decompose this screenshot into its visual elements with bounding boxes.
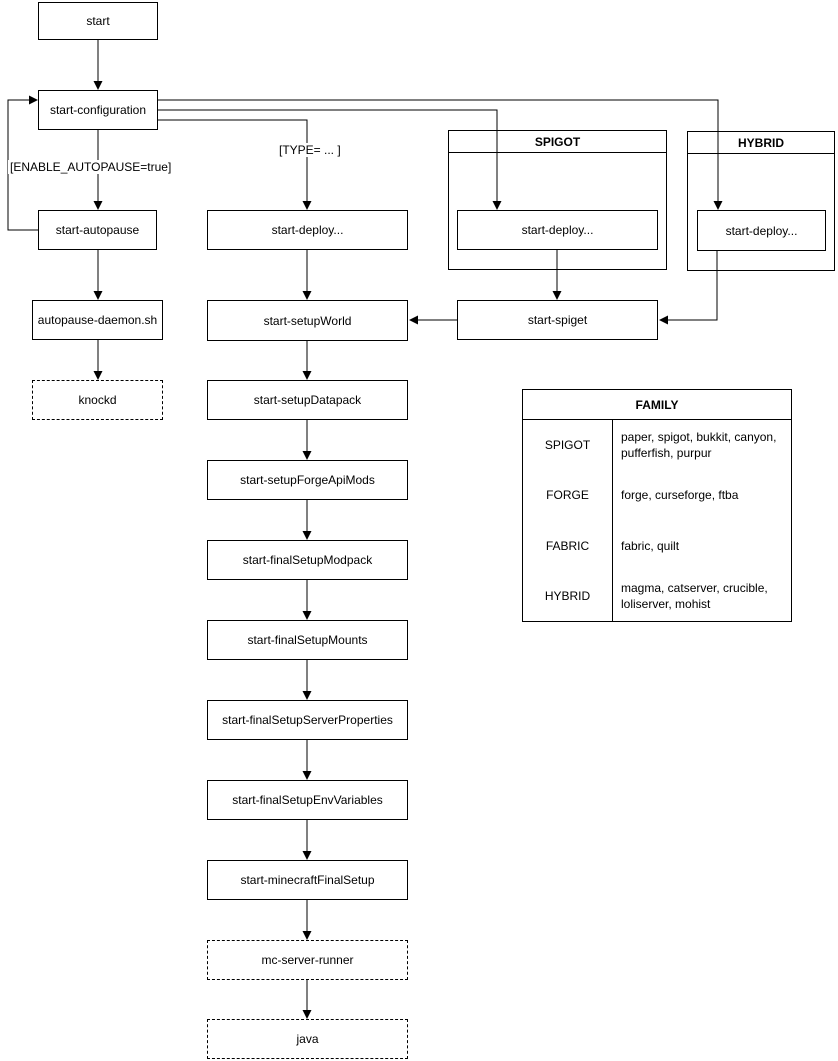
node-knockd: knockd	[32, 380, 163, 420]
family-name: FORGE	[523, 470, 613, 521]
edge-label-enable-autopause: [ENABLE_AUTOPAUSE=true]	[8, 160, 174, 174]
group-hybrid-title: HYBRID	[688, 132, 834, 154]
node-start-autopause: start-autopause	[38, 210, 157, 250]
node-start-deploy: start-deploy...	[207, 210, 408, 250]
family-name: FABRIC	[523, 520, 613, 571]
node-mc-server-runner: mc-server-runner	[207, 940, 408, 980]
family-row-spigot: SPIGOT paper, spigot, bukkit, canyon, pu…	[523, 420, 791, 471]
node-start-minecraftfinalsetup: start-minecraftFinalSetup	[207, 860, 408, 900]
family-row-fabric: FABRIC fabric, quilt	[523, 520, 791, 571]
family-table-title: FAMILY	[523, 390, 791, 420]
group-spigot-title: SPIGOT	[449, 131, 666, 153]
family-name: HYBRID	[523, 570, 613, 621]
edge-configuration-to-deploy-hybrid	[158, 99, 723, 210]
node-start-finalsetupserverproperties: start-finalSetupServerProperties	[207, 700, 408, 740]
family-row-forge: FORGE forge, curseforge, ftba	[523, 470, 791, 521]
node-start-deploy-spigot: start-deploy...	[457, 210, 658, 250]
node-start-finalsetupmodpack: start-finalSetupModpack	[207, 540, 408, 580]
family-table-body: SPIGOT paper, spigot, bukkit, canyon, pu…	[523, 420, 791, 621]
node-start: start	[38, 2, 158, 40]
edge-deployhybrid-to-spiget	[659, 251, 718, 325]
family-members: magma, catserver, crucible, loliserver, …	[621, 580, 768, 611]
edge-configuration-to-deploy-spigot	[158, 109, 502, 210]
edge-configuration-to-deploy	[158, 119, 312, 210]
node-start-setupdatapack: start-setupDatapack	[207, 380, 408, 420]
node-start-deploy-hybrid: start-deploy...	[697, 210, 826, 251]
node-start-setupworld: start-setupWorld	[207, 300, 408, 341]
family-name: SPIGOT	[523, 420, 613, 471]
node-start-configuration: start-configuration	[38, 90, 158, 130]
node-start-spiget: start-spiget	[457, 300, 658, 340]
node-java: java	[207, 1019, 408, 1059]
family-table: FAMILY SPIGOT paper, spigot, bukkit, can…	[522, 389, 792, 622]
family-members: fabric, quilt	[621, 538, 680, 553]
family-members: forge, curseforge, ftba	[621, 488, 739, 503]
edge-label-type: [TYPE= ... ]	[277, 143, 343, 157]
family-members: paper, spigot, bukkit, canyon, pufferfis…	[621, 430, 777, 461]
node-start-setupforgeapimods: start-setupForgeApiMods	[207, 460, 408, 500]
node-autopause-daemon: autopause-daemon.sh	[32, 300, 163, 340]
family-row-hybrid: HYBRID magma, catserver, crucible, lolis…	[523, 570, 791, 621]
node-start-finalsetupmounts: start-finalSetupMounts	[207, 620, 408, 660]
node-start-finalsetupenvvariables: start-finalSetupEnvVariables	[207, 780, 408, 820]
